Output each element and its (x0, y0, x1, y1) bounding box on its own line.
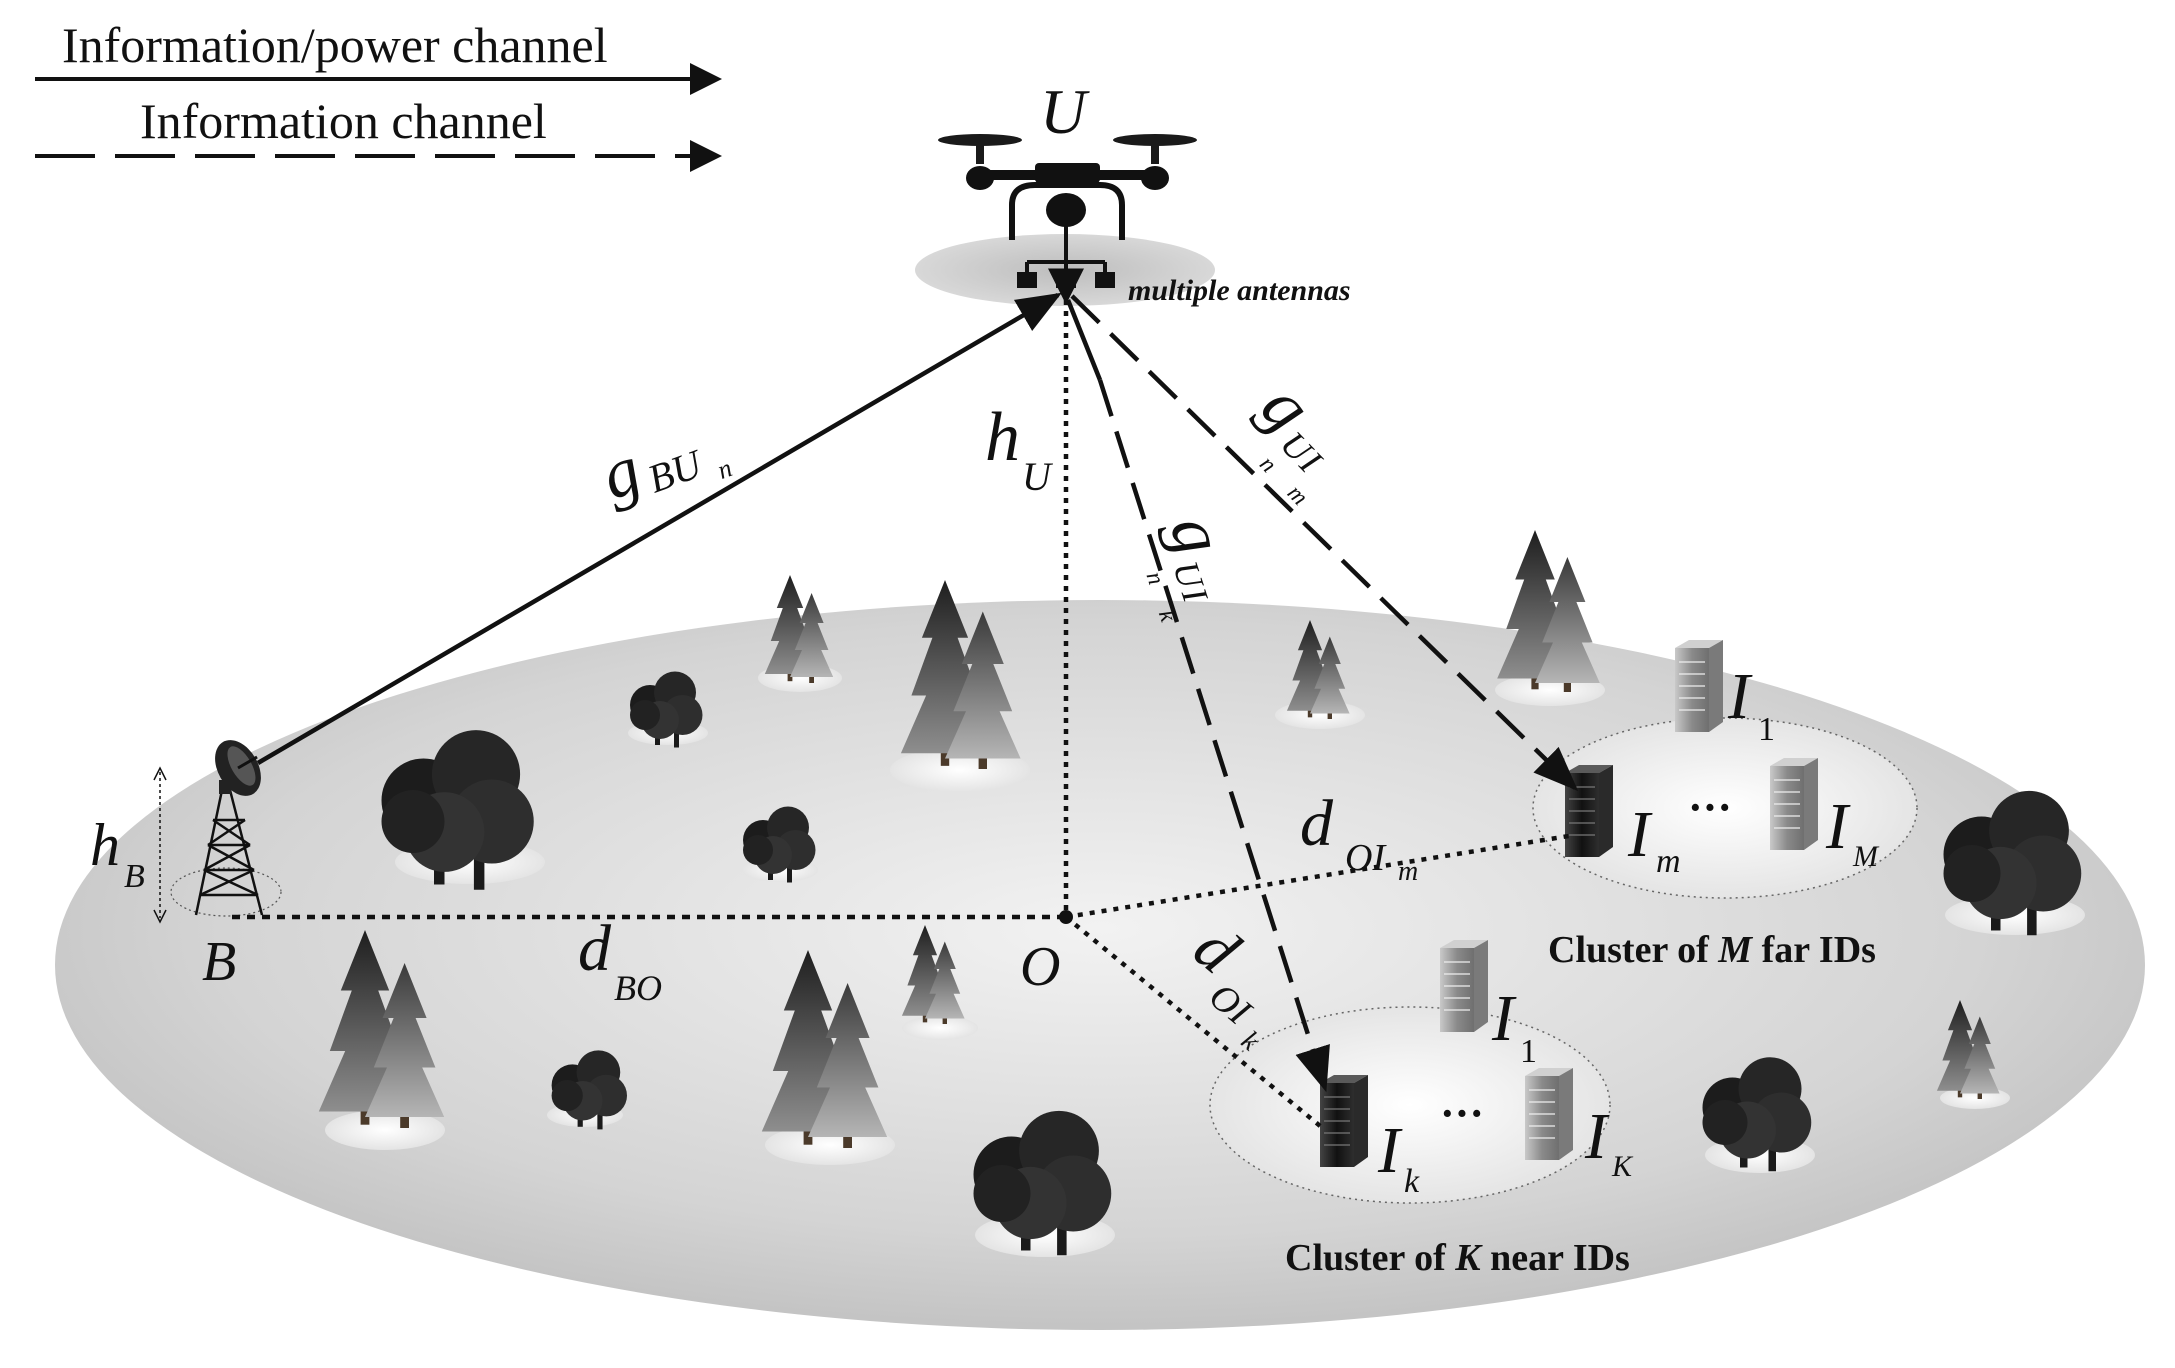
near-device-1-label: I 1 (1491, 982, 1537, 1070)
svg-text:BO: BO (614, 968, 662, 1008)
near-device-k-icon (1319, 1074, 1369, 1168)
distance-bo-label: d BO (578, 912, 662, 1008)
link-u-to-ik-solid (1065, 299, 1103, 381)
far-cluster-region (1532, 717, 1918, 899)
height-u-label: h U (985, 399, 1054, 499)
far-cluster (1532, 639, 1918, 899)
svg-text:M: M (1852, 840, 1880, 873)
svg-text:B: B (124, 858, 145, 895)
origin-label: O (1020, 936, 1060, 998)
channel-gbu-label: g BU n (591, 431, 736, 515)
height-b-label: h B (90, 812, 145, 895)
svg-text:k: k (1404, 1163, 1420, 1200)
svg-text:n: n (714, 453, 736, 485)
far-device-m-icon (1564, 764, 1614, 858)
svg-text:I: I (1627, 798, 1653, 871)
svg-text:m: m (1398, 856, 1418, 887)
far-device-M-icon (1769, 757, 1819, 851)
svg-text:I: I (1825, 790, 1851, 863)
distance-oim-line (1065, 832, 1576, 920)
bs-height-indicator (153, 766, 167, 924)
near-device-K-icon (1524, 1067, 1574, 1161)
svg-text:h: h (985, 399, 1020, 476)
forest (318, 530, 2085, 1257)
svg-text:g: g (591, 431, 650, 515)
svg-text:g: g (1155, 506, 1239, 563)
link-lines (232, 268, 1579, 1132)
svg-text:h: h (90, 812, 120, 878)
svg-text:K: K (1611, 1150, 1634, 1183)
svg-text:OI: OI (1345, 837, 1387, 879)
svg-text:BU: BU (642, 440, 710, 502)
legend: Information/power channel Information ch… (35, 17, 722, 172)
near-cluster-ellipsis: ··· (1440, 1089, 1484, 1138)
distance-oim-label: d OI m (1300, 787, 1418, 887)
svg-text:I: I (1377, 1114, 1403, 1187)
svg-text:m: m (1656, 843, 1681, 880)
svg-text:n: n (1254, 451, 1281, 478)
svg-text:d: d (578, 912, 612, 985)
near-cluster-caption: Cluster of K near IDs (1285, 1237, 1630, 1279)
antennas-label: multiple antennas (1128, 274, 1351, 307)
channel-guim-label: g U n I m (1246, 368, 1330, 511)
svg-text:U: U (1022, 454, 1054, 499)
bs-label: B (202, 931, 236, 993)
legend-dashed-label: Information channel (140, 93, 547, 149)
far-device-M-label: I M (1825, 790, 1880, 873)
svg-text:d: d (1300, 787, 1334, 860)
svg-text:I: I (1727, 660, 1753, 733)
link-b-to-u (256, 292, 1062, 765)
far-device-1-icon (1674, 639, 1724, 733)
svg-text:1: 1 (1758, 711, 1775, 748)
svg-text:g: g (1246, 368, 1326, 447)
far-device-1-label: I 1 (1727, 660, 1775, 748)
far-cluster-ellipsis: ··· (1688, 783, 1732, 832)
uav-label: U (1040, 76, 1090, 147)
near-device-K-label: I K (1584, 1100, 1634, 1183)
near-device-1-icon (1439, 939, 1489, 1033)
origin-point (1059, 910, 1073, 924)
svg-text:n: n (1141, 569, 1169, 588)
link-u-to-ik (1097, 379, 1330, 1093)
svg-text:I: I (1584, 1100, 1610, 1173)
svg-text:1: 1 (1520, 1033, 1537, 1070)
far-cluster-caption: Cluster of M far IDs (1548, 929, 1876, 971)
distance-oik-line (1064, 915, 1327, 1132)
svg-text:I: I (1491, 982, 1517, 1055)
near-device-k-label: I k (1377, 1114, 1420, 1200)
base-station-tower-icon (170, 740, 282, 917)
legend-solid-label: Information/power channel (62, 17, 608, 73)
far-device-m-label: I m (1627, 798, 1681, 880)
link-u-to-im (1070, 294, 1579, 792)
